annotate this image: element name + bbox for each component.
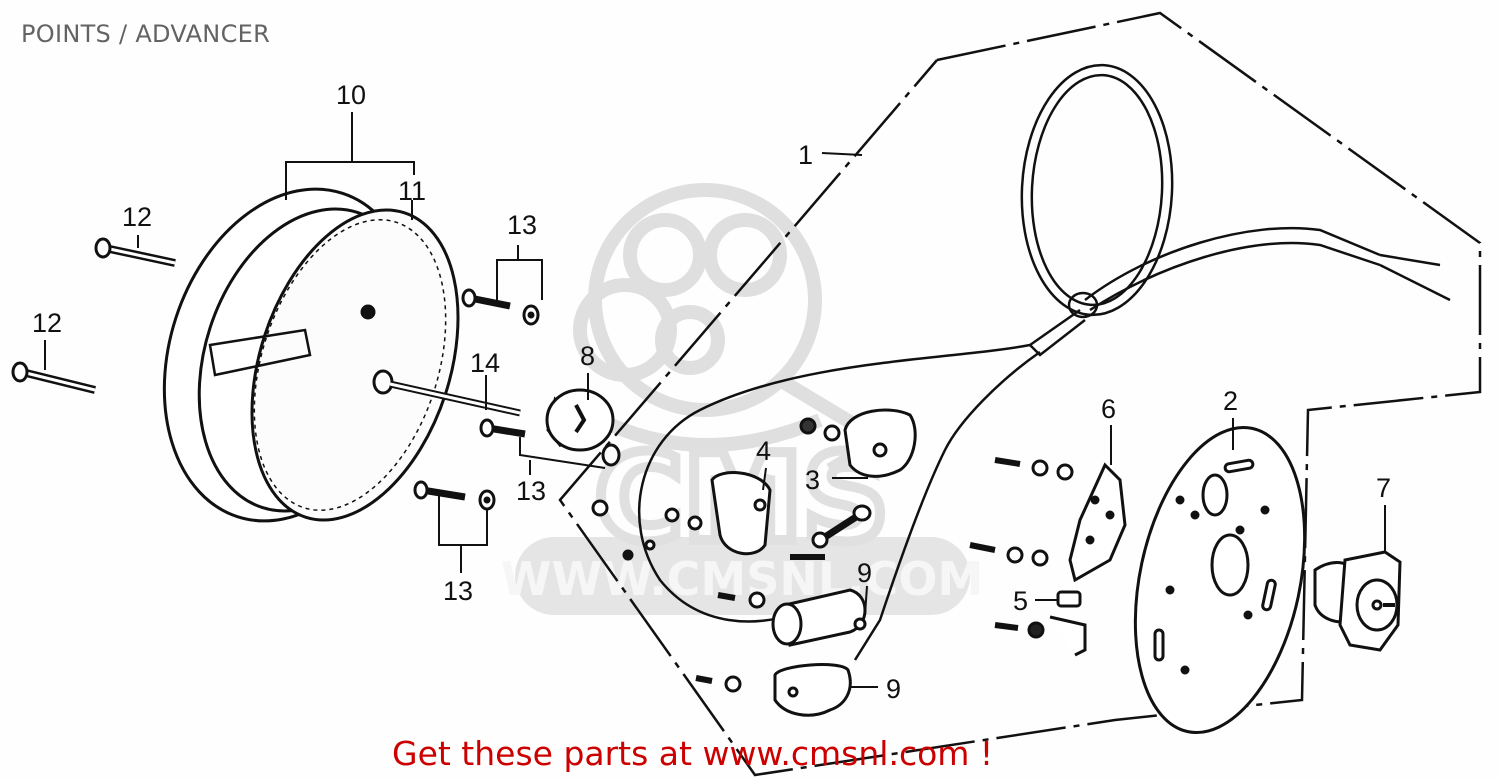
bolt-14 [372, 369, 521, 417]
pin-12b [11, 361, 96, 394]
callout-9-upper: 9 [857, 558, 873, 588]
callout-5: 5 [1013, 586, 1029, 616]
cam-cap-8 [545, 388, 621, 467]
callout-6: 6 [1101, 394, 1117, 424]
get-parts-link[interactable]: Get these parts at www.cmsnl.com ! [392, 734, 994, 773]
callout-3: 3 [805, 465, 821, 495]
callout-8: 8 [580, 341, 596, 371]
bolt-washer-13b [479, 418, 606, 469]
point-cover [162, 187, 460, 523]
callout-9-lower: 9 [886, 674, 902, 704]
page-title: POINTS / ADVANCER [21, 20, 271, 48]
callout-13-lower: 13 [443, 576, 474, 606]
bolt-washer-13a [461, 259, 543, 326]
callout-10: 10 [336, 80, 367, 110]
pin-12a [94, 237, 176, 267]
callout-14: 14 [470, 348, 501, 378]
callout-13-upper: 13 [507, 210, 538, 240]
contact-point-4 [591, 471, 825, 561]
svg-text:WWW.CMSNL.COM: WWW.CMSNL.COM [501, 552, 984, 606]
sub-plate-6 [969, 457, 1127, 583]
callout-13-middle: 13 [516, 476, 547, 506]
spark-advancer-7 [1313, 550, 1402, 652]
assembly-outline [558, 11, 1482, 777]
base-plate-2 [1133, 425, 1307, 735]
condenser-9a [717, 588, 867, 647]
condenser-9b [695, 663, 852, 717]
callout-7: 7 [1376, 473, 1392, 503]
callout-12-lower: 12 [32, 308, 63, 338]
callout-11: 11 [398, 176, 427, 206]
callout-4: 4 [756, 436, 772, 466]
felt-5 [994, 590, 1087, 657]
callout-1: 1 [798, 140, 814, 170]
contact-point-3 [799, 408, 917, 549]
wire-harness [638, 63, 1451, 661]
leader-lines [44, 112, 1386, 688]
callout-12-upper: 12 [122, 202, 153, 232]
callout-2: 2 [1223, 386, 1239, 416]
bolt-washer-13c [413, 480, 496, 546]
